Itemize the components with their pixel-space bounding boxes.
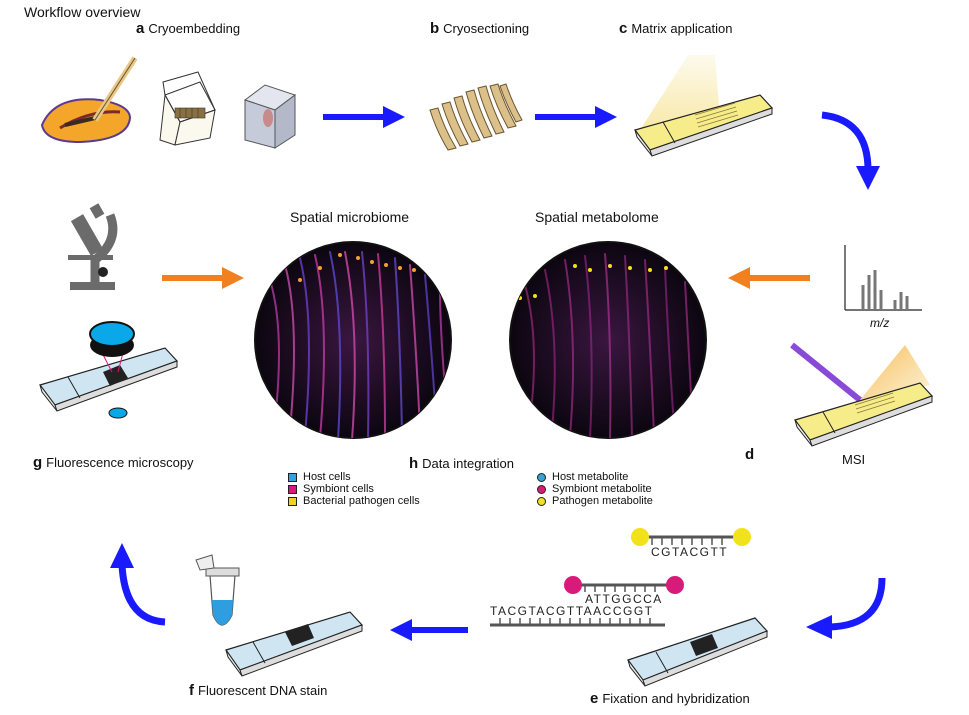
arrow-a-to-b (323, 106, 405, 128)
dna-stain-tube-icon (195, 554, 240, 626)
panel-microbiome-title: Spatial microbiome (290, 209, 410, 225)
tissue-sections-icon (429, 83, 523, 151)
metabolome-image (509, 241, 707, 439)
mass-spectrum-icon (844, 245, 922, 311)
microbiome-image (254, 241, 452, 439)
arrow-c-to-d (821, 111, 880, 190)
probe-top-icon (631, 528, 751, 546)
slide-e-icon (627, 617, 769, 687)
dissection-dish-icon (40, 56, 138, 144)
microscope-icon (68, 203, 118, 290)
arrow-f-to-g (110, 543, 166, 626)
step-d-letter: d (745, 446, 755, 463)
legend-swatch (288, 472, 297, 482)
legend-item: Bacterial pathogen cells (288, 495, 420, 507)
probe-mid-sequence: ATTGGCCA (585, 592, 663, 606)
laser-beam-icon (790, 342, 862, 403)
legend-swatch (288, 496, 297, 506)
step-d-label: MSI (842, 452, 866, 467)
embedded-block-icon (243, 84, 297, 149)
slide-f-icon (225, 611, 364, 677)
figure-title: Workflow overview (24, 4, 141, 20)
arrow-e-to-f (390, 619, 468, 641)
legend-swatch (537, 484, 546, 494)
legend-swatch (288, 484, 297, 494)
mold-icon (159, 71, 216, 146)
slide-d-icon (794, 382, 934, 447)
legend-item: Symbiont metabolite (537, 483, 652, 495)
legend-item: Pathogen metabolite (537, 495, 653, 507)
objective-lens-icon (89, 321, 135, 419)
arrow-d-to-e (806, 577, 886, 639)
mass-spectrum-axis-label: m/z (870, 316, 890, 330)
arrow-spectrum-to-metabolome (728, 267, 810, 289)
probe-hybridized-icon (490, 576, 684, 627)
panel-metabolome-title: Spatial metabolome (535, 209, 659, 225)
legend-item: Symbiont cells (288, 483, 374, 495)
legend-item: Host metabolite (537, 471, 628, 483)
probe-top-sequence: CGTACGTT (651, 545, 729, 559)
arrow-microscope-to-microbiome (162, 267, 244, 289)
slide-c-icon (633, 94, 774, 157)
legend-swatch (537, 472, 546, 482)
slide-g-icon (39, 347, 179, 412)
legend-item: Host cells (288, 471, 351, 483)
arrow-b-to-c (535, 106, 617, 128)
target-sequence: TACGTACGTTAACCGGT (490, 604, 654, 618)
legend-swatch (537, 496, 546, 506)
